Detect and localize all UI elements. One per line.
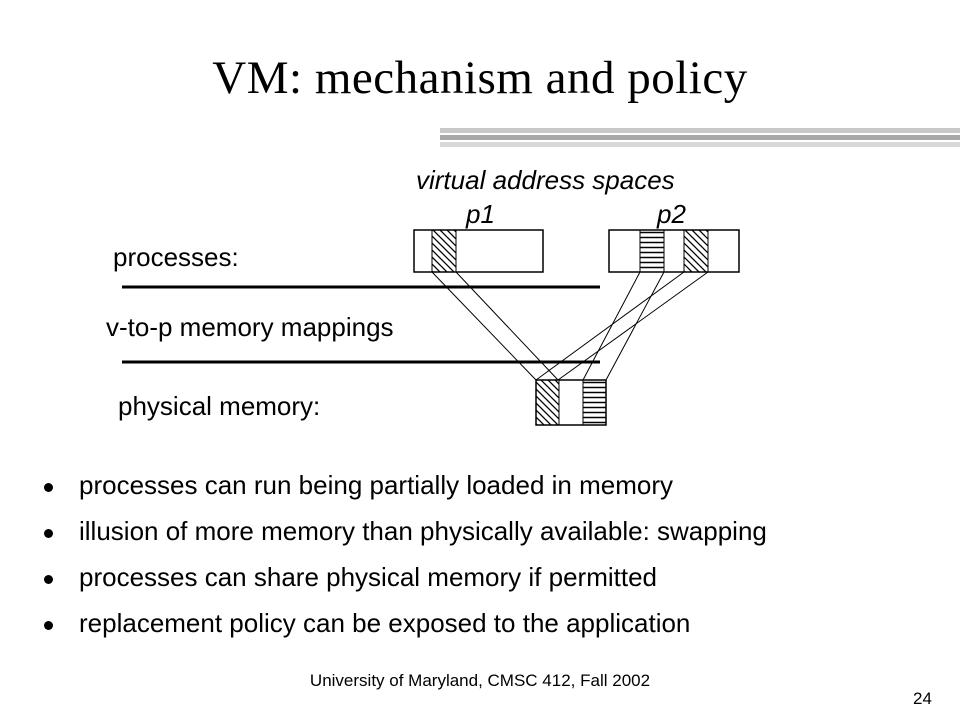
separator-lines xyxy=(122,285,600,364)
p1-label: p1 xyxy=(466,199,495,229)
bullet-text: processes can share physical memory if p… xyxy=(79,562,658,592)
p2-address-space xyxy=(608,229,740,273)
mapping-lines xyxy=(431,271,709,381)
bullet-dot-icon xyxy=(44,575,53,584)
bullet-dot-icon xyxy=(44,483,53,492)
physical-memory-label: physical memory: xyxy=(118,391,321,421)
bullet-text: illusion of more memory than physically … xyxy=(79,516,767,546)
slide-footer: University of Maryland, CMSC 412, Fall 2… xyxy=(309,671,651,690)
physical-memory-frames xyxy=(535,379,607,426)
list-item: replacement policy can be exposed to the… xyxy=(44,608,767,654)
bullet-text: processes can run being partially loaded… xyxy=(79,470,673,500)
list-item: processes can share physical memory if p… xyxy=(44,562,767,608)
page-number: 24 xyxy=(913,689,932,708)
title-rule-middle xyxy=(440,135,960,140)
processes-label: processes: xyxy=(113,242,239,272)
list-item: illusion of more memory than physically … xyxy=(44,516,767,562)
bullet-list: processes can run being partially loaded… xyxy=(44,470,767,654)
bullet-dot-icon xyxy=(44,621,53,630)
virtual-address-spaces-label: virtual address spaces xyxy=(416,165,675,195)
bullet-text: replacement policy can be exposed to the… xyxy=(79,608,691,638)
bullet-dot-icon xyxy=(44,529,53,538)
p2-label: p2 xyxy=(657,199,686,229)
title-rule-bottom xyxy=(440,142,960,147)
p1-address-space xyxy=(413,229,544,273)
mappings-label: v-to-p memory mappings xyxy=(106,312,394,342)
slide-title: VM: mechanism and policy xyxy=(212,52,748,104)
list-item: processes can run being partially loaded… xyxy=(44,470,767,516)
title-rule-top xyxy=(440,128,960,133)
